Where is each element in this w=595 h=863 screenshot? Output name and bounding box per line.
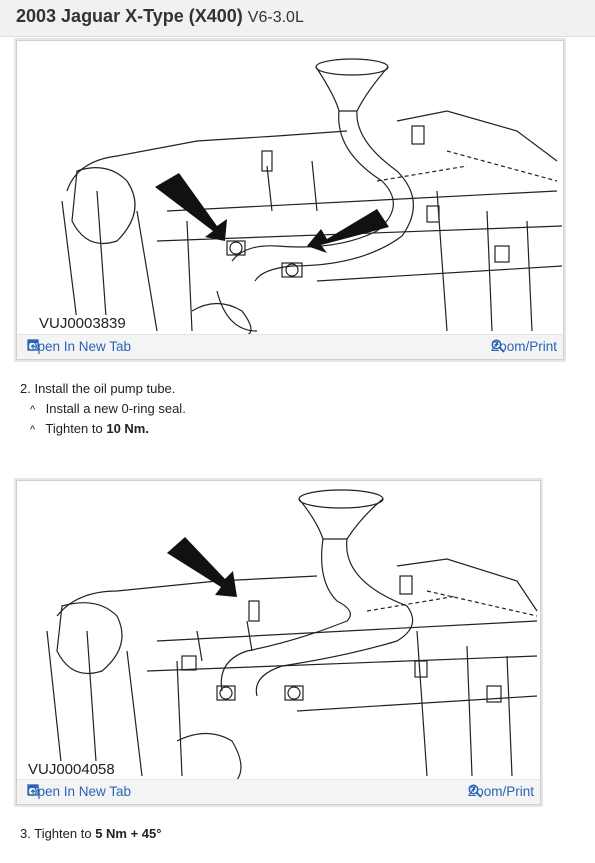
- open-in-new-tab-label: Open In New Tab: [27, 339, 132, 354]
- zoom-print-label: Zoom/Print: [490, 339, 557, 354]
- zoom-icon: [468, 784, 482, 798]
- torque-value: 10 Nm.: [106, 421, 149, 436]
- figure-code: VUJ0004058: [26, 761, 117, 778]
- item-text: Tighten to: [45, 421, 107, 436]
- step-text: Install the oil pump tube.: [34, 381, 176, 396]
- step-number: 2.: [20, 381, 31, 396]
- page-title: 2003 Jaguar X-Type (X400) V6-3.0L: [16, 6, 304, 27]
- bullet-caret: ^: [30, 404, 36, 416]
- vehicle-title: 2003 Jaguar X-Type (X400): [16, 6, 243, 26]
- figure-2: VUJ0004058 Open In New Tab Zoom/Print: [16, 480, 541, 805]
- figure-1: VUJ0003839 Open In New Tab Zoom/Print: [16, 40, 564, 360]
- engine-diagram-2: [46, 489, 538, 780]
- step-number: 3.: [20, 826, 31, 841]
- figure-toolbar: Open In New Tab Zoom/Print: [17, 334, 563, 359]
- torque-value: 5 Nm + 45°: [95, 826, 162, 841]
- engine-diagram-1: [61, 58, 563, 335]
- zoom-print-button[interactable]: Zoom/Print: [468, 784, 534, 799]
- open-in-new-tab-button[interactable]: Open In New Tab: [27, 339, 131, 354]
- open-in-new-tab-label: Open In New Tab: [27, 784, 132, 799]
- engine-label: V6-3.0L: [247, 9, 304, 26]
- open-in-new-tab-icon: [27, 339, 39, 351]
- zoom-print-label: Zoom/Print: [467, 784, 534, 799]
- figure-code: VUJ0003839: [37, 315, 128, 332]
- figure-toolbar: Open In New Tab Zoom/Print: [17, 779, 540, 804]
- page-header: 2003 Jaguar X-Type (X400) V6-3.0L: [0, 0, 595, 37]
- step-3: 3. Tighten to 5 Nm + 45°: [20, 826, 161, 841]
- step-2-item-1: ^ Install a new 0-ring seal.: [30, 401, 186, 416]
- zoom-print-button[interactable]: Zoom/Print: [491, 339, 557, 354]
- step-text: Tighten to: [34, 826, 96, 841]
- bullet-caret: ^: [30, 424, 36, 436]
- open-in-new-tab-button[interactable]: Open In New Tab: [27, 784, 131, 799]
- step-2: 2. Install the oil pump tube.: [20, 381, 175, 396]
- step-2-item-2: ^ Tighten to 10 Nm.: [30, 421, 149, 436]
- zoom-icon: [491, 339, 505, 353]
- open-in-new-tab-icon: [27, 784, 39, 796]
- item-text: Install a new 0-ring seal.: [45, 401, 186, 416]
